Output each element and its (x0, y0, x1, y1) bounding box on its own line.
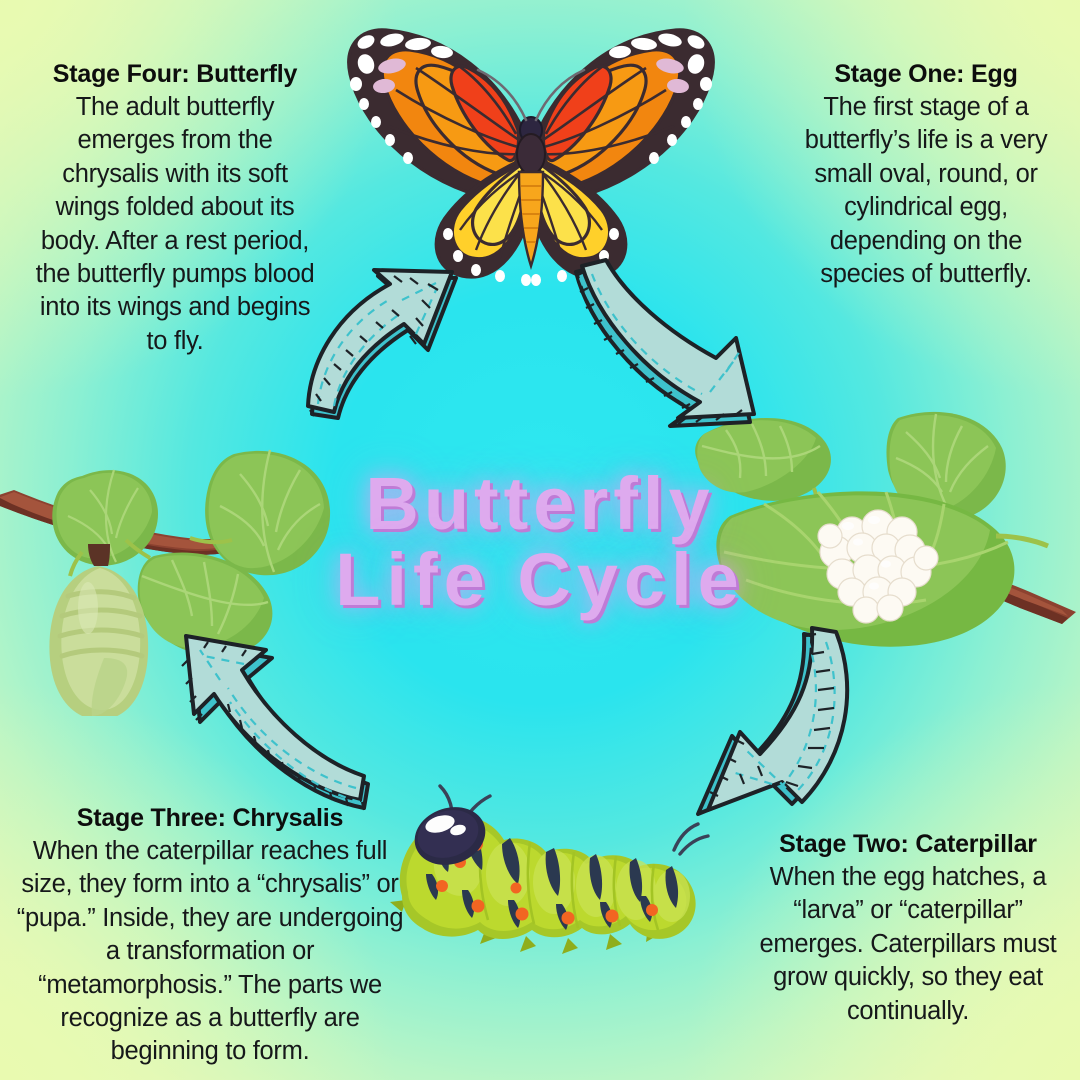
stage-three-body: When the caterpillar reaches full size, … (16, 837, 404, 1066)
leaf-center (52, 469, 158, 577)
stage-three-text-block: Stage Three: Chrysalis When the caterpil… (8, 802, 412, 1069)
stage-one-body: The first stage of a butterfly’s life is… (804, 93, 1048, 288)
egg-cluster-on-leaf-illustration (695, 411, 1076, 647)
chrysalis (49, 566, 149, 716)
stage-four-text-block: Stage Four: Butterfly The adult butterfl… (32, 58, 318, 358)
butterfly-body (476, 68, 586, 270)
stage-two-text-block: Stage Two: Caterpillar When the egg hatc… (748, 828, 1068, 1028)
title-line-2: Life Cycle (335, 538, 745, 622)
stage-four-heading: Stage Four: Butterfly (52, 60, 298, 88)
arrow-chrysalis-to-butterfly (696, 626, 850, 816)
stage-four-body: The adult butterfly emerges from the chr… (35, 93, 315, 355)
arrow-butterfly-to-egg (306, 268, 458, 420)
page-title: Butterfly Life Cycle (0, 465, 1080, 622)
leaf-top-right (189, 449, 331, 576)
stage-three-heading: Stage Three: Chrysalis (76, 804, 344, 832)
stage-one-text-block: Stage One: Egg The first stage of a butt… (790, 58, 1062, 291)
stage-two-body: When the egg hatches, a “larva” or “cate… (759, 863, 1057, 1025)
arrow-caterpillar-to-chrysalis (181, 634, 370, 811)
egg-cluster (817, 509, 939, 624)
monarch-butterfly-illustration (347, 28, 715, 286)
leaf-right-lower (124, 538, 273, 656)
caterpillar-head (414, 807, 486, 865)
caterpillar-illustration (390, 784, 710, 954)
chrysalis-on-branch-illustration (0, 449, 331, 716)
stage-two-heading: Stage Two: Caterpillar (779, 830, 1037, 858)
title-line-1: Butterfly (365, 462, 715, 545)
leaf-upper-left (695, 418, 831, 534)
arrow-egg-to-caterpillar (574, 258, 756, 428)
stage-one-heading: Stage One: Egg (834, 60, 1018, 88)
